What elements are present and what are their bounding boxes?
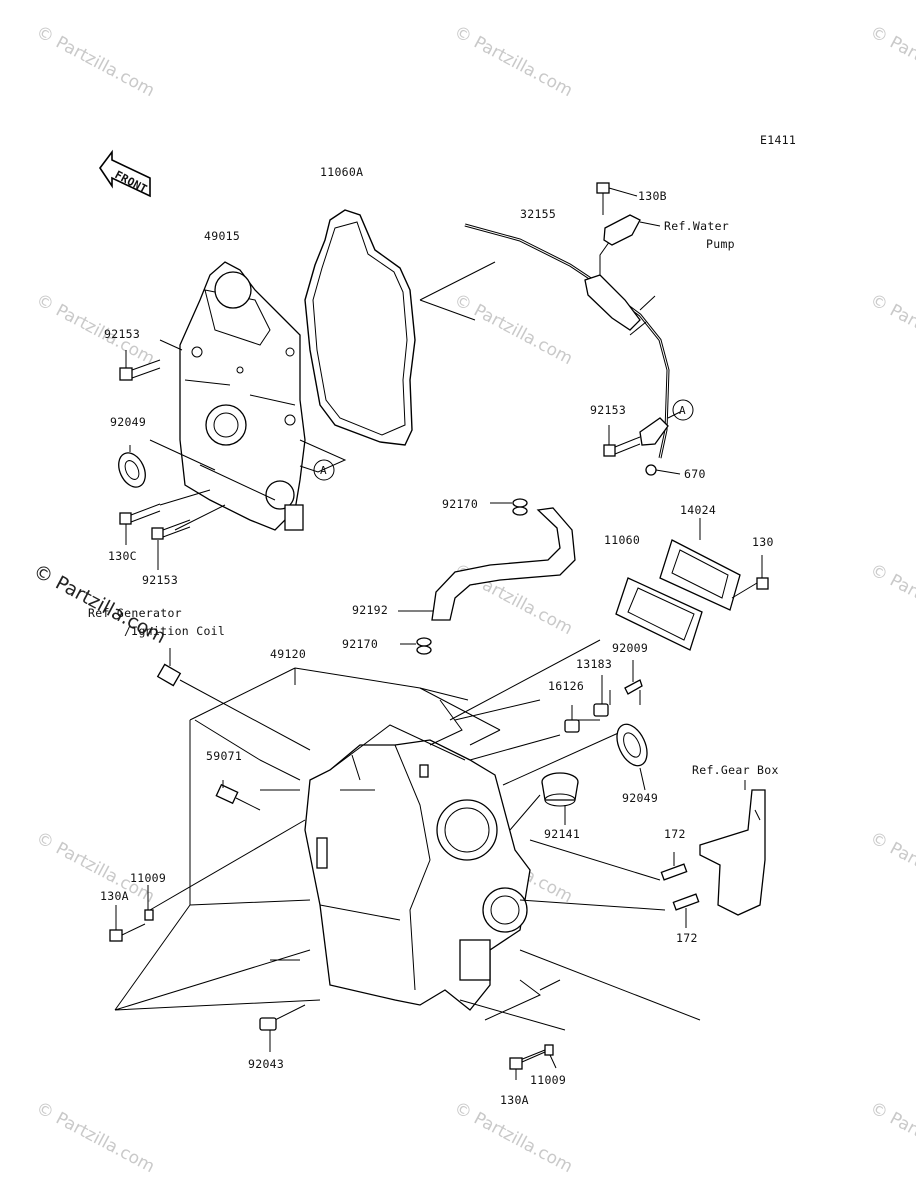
bolt-92153-right-icon xyxy=(603,411,681,457)
label-11060A: 11060A xyxy=(320,165,363,179)
bushing-92141-icon xyxy=(541,772,579,825)
label-49120: 49120 xyxy=(270,647,306,661)
sensor-59071-icon xyxy=(215,780,261,811)
bolt-130-right-icon xyxy=(731,555,769,599)
water-pump-clip-icon xyxy=(603,214,661,246)
gasket-11060a xyxy=(304,209,416,446)
label-172-top: 172 xyxy=(664,827,686,841)
svg-text:A: A xyxy=(679,404,686,417)
label-16126: 16126 xyxy=(548,679,584,693)
ref-generator-line2: /Ignition Coil xyxy=(124,624,225,638)
ref-gear-box: Ref.Gear Box xyxy=(692,763,779,777)
bolt-130c-icon xyxy=(119,503,161,545)
label-92049-right: 92049 xyxy=(622,791,658,805)
stud-172-bottom-icon xyxy=(672,893,700,928)
stud-172-top-icon xyxy=(660,852,688,881)
callout-a-left: A xyxy=(313,459,335,481)
label-130A-bottom: 130A xyxy=(500,1093,529,1107)
ref-water-pump-line2: Pump xyxy=(706,237,735,251)
label-14024: 14024 xyxy=(680,503,716,517)
washer-11009-bottom-icon xyxy=(544,1044,557,1069)
gear-box-bracket xyxy=(699,780,766,916)
label-92049-left: 92049 xyxy=(110,415,146,429)
ignition-coil-connector-icon xyxy=(156,648,182,687)
ref-generator-line1: Ref.Generator xyxy=(88,606,182,620)
bolt-92153-bottom-icon xyxy=(151,519,191,570)
label-11009-bottom: 11009 xyxy=(530,1073,566,1087)
screw-92009-icon xyxy=(624,660,643,695)
label-92170-top: 92170 xyxy=(442,497,478,511)
plug-92043-icon xyxy=(259,1017,277,1052)
label-130B: 130B xyxy=(638,189,667,203)
label-11009-left: 11009 xyxy=(130,871,166,885)
label-92192: 92192 xyxy=(352,603,388,617)
hose-92192 xyxy=(431,507,576,621)
oil-seal-92049-left-icon xyxy=(118,445,146,488)
label-92170-mid: 92170 xyxy=(342,637,378,651)
dowel-13183-icon xyxy=(593,675,609,717)
label-92153-bottom: 92153 xyxy=(142,573,178,587)
ref-water-pump-line1: Ref.Water xyxy=(664,219,729,233)
crankcase-cover-49015 xyxy=(179,261,306,531)
bolt-92153-top-icon xyxy=(119,350,161,381)
front-arrow-icon: FRONT xyxy=(99,149,151,198)
label-130C: 130C xyxy=(108,549,137,563)
label-92009: 92009 xyxy=(612,641,648,655)
cover-14024 xyxy=(659,518,741,611)
projection-lines xyxy=(149,261,496,531)
label-92153-right: 92153 xyxy=(590,403,626,417)
bolt-130a-left-icon xyxy=(109,905,146,942)
o-ring-670-icon xyxy=(645,464,657,476)
leader-lines xyxy=(149,668,666,1061)
gasket-11060 xyxy=(615,577,703,651)
washer-11009-left-icon xyxy=(144,885,154,921)
callout-a-right: A xyxy=(672,399,694,421)
bolt-130b-icon xyxy=(596,182,638,215)
hose-clamp-92170-top-icon xyxy=(490,498,528,516)
label-172-bottom: 172 xyxy=(676,931,698,945)
bolt-130a-bottom-icon xyxy=(509,1051,546,1080)
label-92043: 92043 xyxy=(248,1057,284,1071)
label-670: 670 xyxy=(684,467,706,481)
label-32155: 32155 xyxy=(520,207,556,221)
svg-text:A: A xyxy=(320,464,327,477)
label-49015: 49015 xyxy=(204,229,240,243)
label-130A-left: 130A xyxy=(100,889,129,903)
dowel-16126-icon xyxy=(564,705,580,733)
diagram-code: E1411 xyxy=(760,133,796,147)
label-92153-top: 92153 xyxy=(104,327,140,341)
oil-seal-92049-right-icon xyxy=(616,723,648,791)
crankcase-49120 xyxy=(304,724,531,1011)
oil-pipe-32155 xyxy=(464,223,670,459)
label-92141: 92141 xyxy=(544,827,580,841)
label-11060: 11060 xyxy=(604,533,640,547)
label-59071: 59071 xyxy=(206,749,242,763)
projection-frame xyxy=(114,639,701,1021)
hose-clamp-92170-mid-icon xyxy=(400,637,432,655)
label-130-right: 130 xyxy=(752,535,774,549)
gasket-11060a-inner xyxy=(312,221,408,436)
label-13183: 13183 xyxy=(576,657,612,671)
